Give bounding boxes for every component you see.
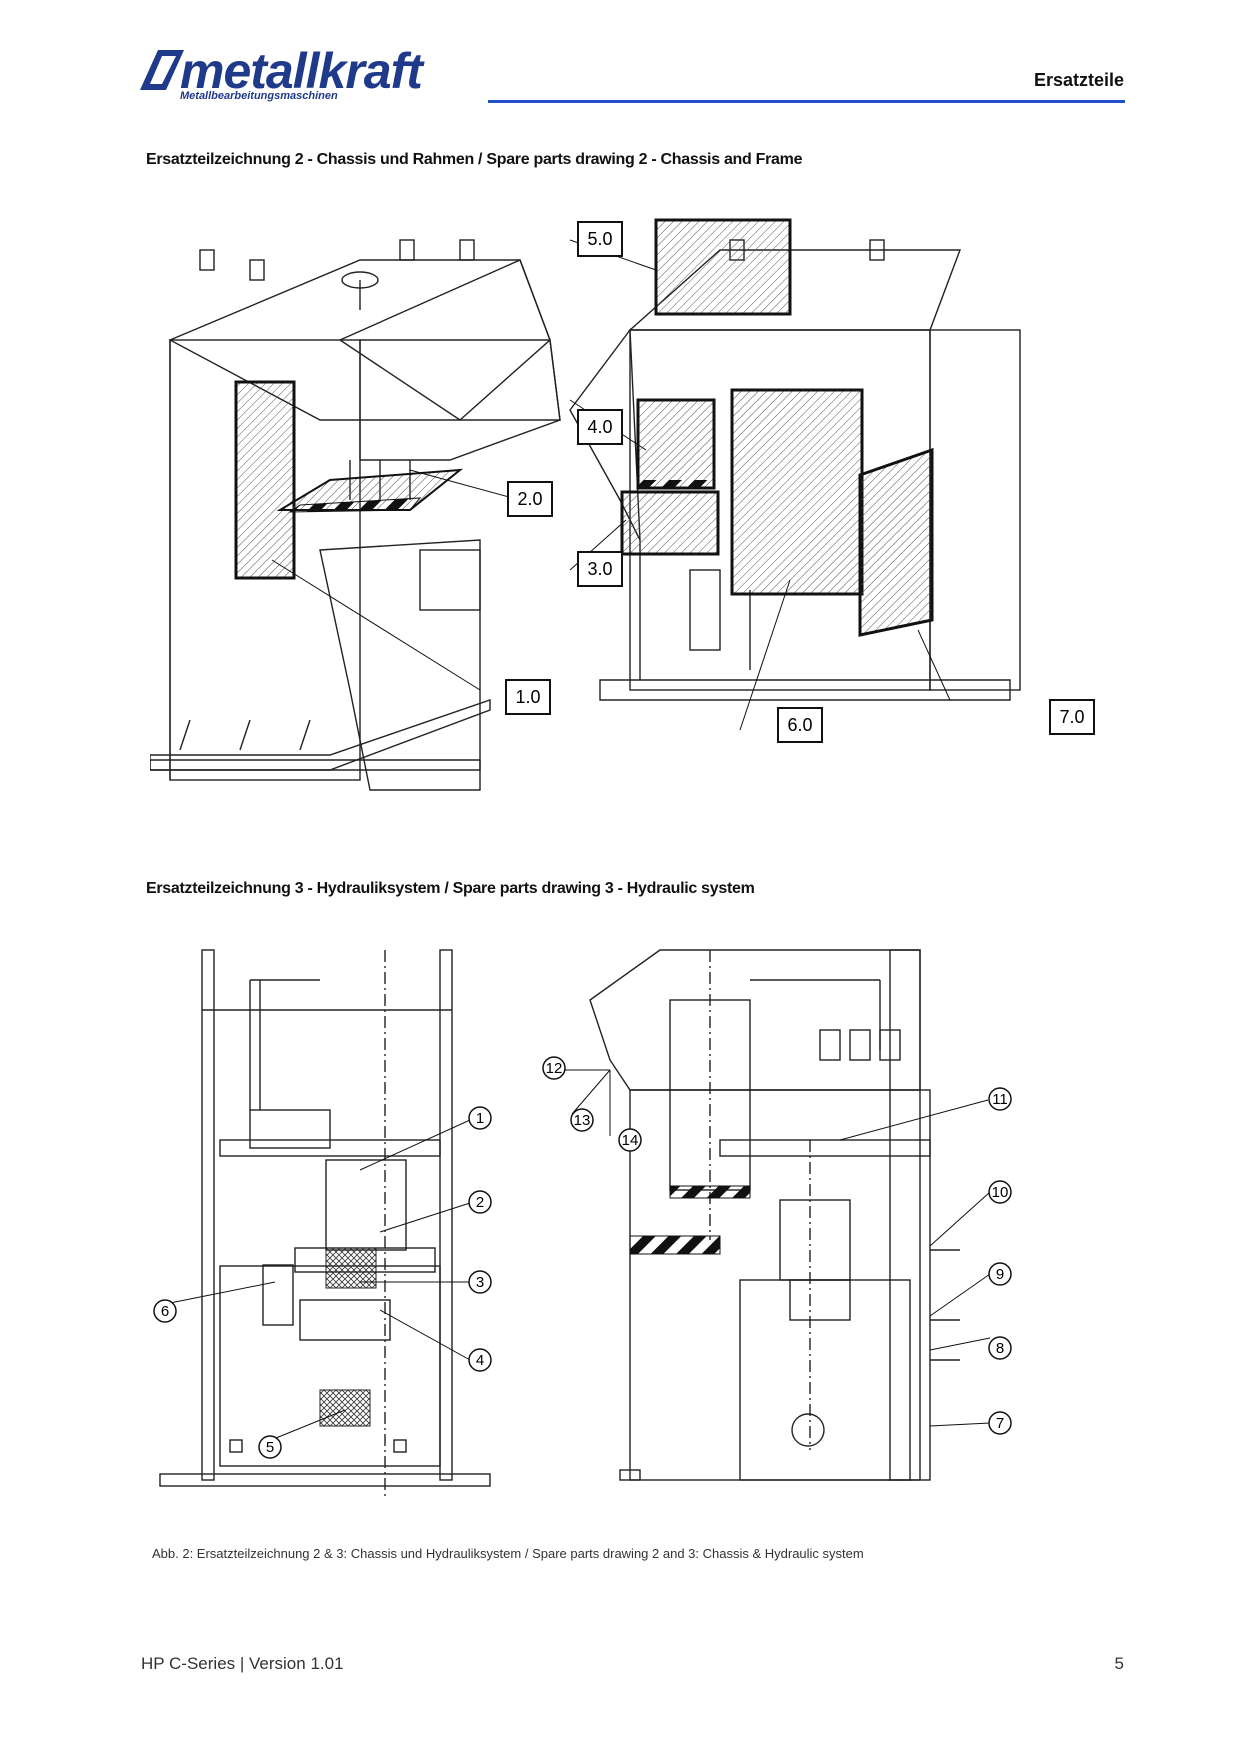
callout-6: 6 bbox=[153, 1299, 177, 1323]
callout-7-0: 7.0 bbox=[1049, 699, 1095, 735]
callout-9: 9 bbox=[988, 1262, 1012, 1286]
callout-label: 3 bbox=[476, 1274, 484, 1291]
callout-label: 5 bbox=[266, 1439, 274, 1456]
drawing3-title: Ersatzteilzeichnung 3 - Hydrauliksystem … bbox=[146, 880, 755, 897]
logo-mark-icon bbox=[140, 50, 184, 90]
callout-label: 6.0 bbox=[787, 715, 812, 735]
callout-2: 2 bbox=[468, 1190, 492, 1214]
callout-label: 13 bbox=[574, 1112, 591, 1129]
section-header: Ersatzteile bbox=[1033, 70, 1124, 90]
callout-label: 7 bbox=[996, 1415, 1004, 1432]
callout-label: 1 bbox=[476, 1110, 484, 1127]
drawing2-figure: 1.0 2.0 3.0 4.0 5.0 6.0 7.0 bbox=[150, 218, 1095, 791]
callout-label: 1.0 bbox=[515, 687, 540, 707]
callout-5: 5 bbox=[258, 1435, 282, 1459]
callout-label: 2.0 bbox=[517, 489, 542, 509]
callout-label: 7.0 bbox=[1059, 707, 1084, 727]
drawing2-title: Ersatzteilzeichnung 2 - Chassis und Rahm… bbox=[146, 151, 803, 168]
callout-label: 4.0 bbox=[587, 417, 612, 437]
callout-3: 3 bbox=[468, 1270, 492, 1294]
brand-logo: metallkraft Metallbearbeitungsmaschinen bbox=[140, 46, 470, 106]
callout-2-0: 2.0 bbox=[507, 481, 553, 517]
footer-document: HP C-Series | Version 1.01 bbox=[141, 1654, 344, 1673]
drawing3-figure: 1 2 3 4 5 6 7 8 9 10 11 12 13 14 bbox=[153, 949, 1012, 1500]
callout-8: 8 bbox=[988, 1336, 1012, 1360]
callout-label: 2 bbox=[476, 1194, 484, 1211]
callout-label: 9 bbox=[996, 1266, 1004, 1283]
callout-11: 11 bbox=[988, 1087, 1012, 1111]
page-number: 5 bbox=[1114, 1654, 1124, 1673]
callout-1-0: 1.0 bbox=[505, 679, 551, 715]
callout-label: 14 bbox=[622, 1132, 639, 1149]
callout-label: 11 bbox=[992, 1091, 1008, 1108]
callout-3-0: 3.0 bbox=[577, 551, 623, 587]
callout-4: 4 bbox=[468, 1348, 492, 1372]
figure-caption: Abb. 2: Ersatzteilzeichnung 2 & 3: Chass… bbox=[152, 1546, 864, 1561]
callout-14: 14 bbox=[618, 1128, 642, 1152]
callout-7: 7 bbox=[988, 1411, 1012, 1435]
callout-label: 10 bbox=[992, 1184, 1009, 1201]
brand-name: metallkraft bbox=[180, 43, 423, 99]
callout-1: 1 bbox=[468, 1106, 492, 1130]
callout-12: 12 bbox=[542, 1056, 566, 1080]
callout-13: 13 bbox=[570, 1108, 594, 1132]
callout-label: 5.0 bbox=[587, 229, 612, 249]
callout-10: 10 bbox=[988, 1180, 1012, 1204]
callout-label: 3.0 bbox=[587, 559, 612, 579]
callout-6-0: 6.0 bbox=[777, 707, 823, 743]
drawing2-callouts: 1.0 2.0 3.0 4.0 5.0 6.0 7.0 bbox=[505, 221, 1095, 743]
brand-tagline: Metallbearbeitungsmaschinen bbox=[180, 90, 338, 102]
callout-label: 6 bbox=[161, 1303, 169, 1320]
header-divider bbox=[488, 100, 1125, 103]
callout-label: 12 bbox=[546, 1060, 563, 1077]
drawing3-callouts: 1 2 3 4 5 6 7 8 9 10 11 12 13 14 bbox=[153, 1056, 1012, 1459]
callout-4-0: 4.0 bbox=[577, 409, 623, 445]
callout-label: 8 bbox=[996, 1340, 1004, 1357]
callout-5-0: 5.0 bbox=[577, 221, 623, 257]
callout-label: 4 bbox=[476, 1352, 484, 1369]
